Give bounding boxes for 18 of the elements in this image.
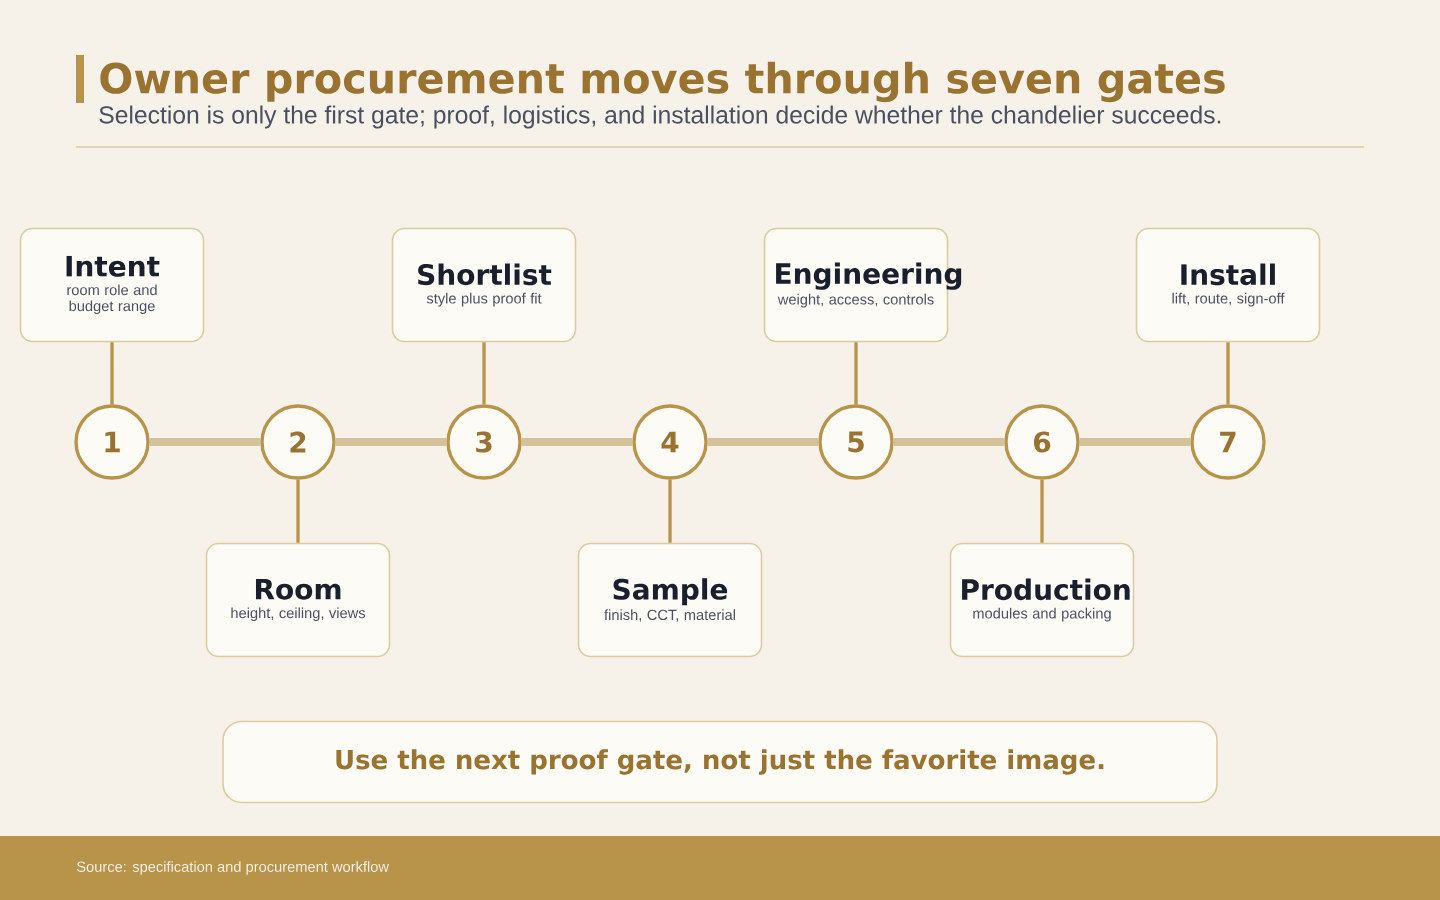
step-card: Production modules and packing [949, 542, 1135, 658]
connector-line [1226, 342, 1230, 405]
step-card: Engineering weight, access, controls [763, 227, 962, 343]
connector-line [110, 342, 114, 405]
connector-line [668, 479, 672, 543]
step-card: Intent room role and budget range [19, 227, 205, 343]
step-card: Install lift, route, sign-off [1135, 227, 1321, 343]
title: Owner procurement moves through seven gates [100, 61, 1225, 103]
subtitle: Selection is only the first gate; proof, logistics, and installation decide whether the chandelier succeeds. [99, 105, 1221, 129]
step-card: Shortlist style plus proof fit [391, 227, 577, 343]
step-card: Sample finish, CCT, material [577, 542, 763, 658]
source-note: Source: specification and procurement workflow [76, 861, 389, 875]
connector-line [482, 342, 486, 405]
connector-line [854, 342, 858, 405]
connector-line [1040, 479, 1044, 543]
callout-box: Use the next proof gate, not just the favorite image. [222, 720, 1218, 804]
connector-line [296, 479, 300, 543]
step-card: Room height, ceiling, views [205, 542, 391, 658]
